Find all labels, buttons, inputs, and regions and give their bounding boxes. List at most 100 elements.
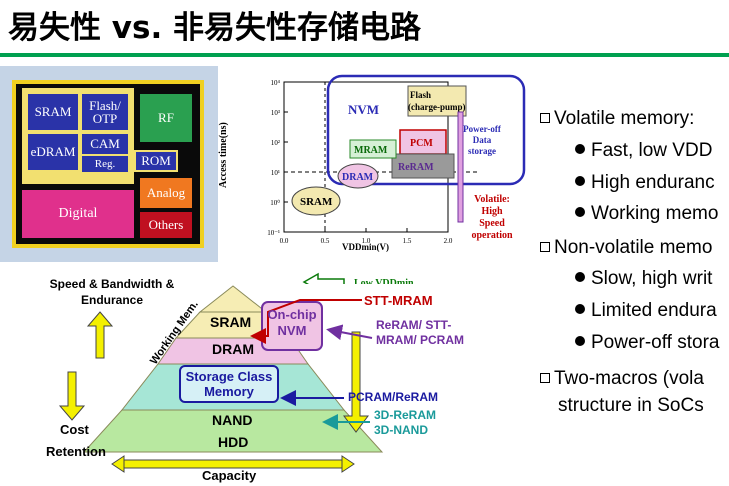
two-macros-line: Two-macros (vola	[540, 368, 704, 390]
speed-up-arrow	[86, 311, 114, 359]
bullet-dot-icon	[575, 144, 585, 154]
pyramid-layer-nand: NAND	[212, 412, 253, 428]
chart-xtick-label: 0.5	[321, 237, 330, 245]
pyramid-top	[198, 285, 268, 313]
volatile-heading: Volatile memory:	[540, 108, 694, 130]
chart-ytick-label: 10⁻¹	[267, 229, 280, 237]
stt-mram-arrow	[250, 299, 362, 344]
cost-label: Cost	[60, 422, 89, 437]
bullet-dot-icon	[575, 304, 585, 314]
reram-group-arrow	[326, 324, 373, 341]
sram-block: SRAM	[28, 94, 78, 130]
dram-ellipse	[337, 163, 379, 189]
others-label: Others	[148, 217, 184, 232]
chart-xtick-label: 1.5	[403, 237, 412, 245]
bullet-dot-icon	[575, 272, 585, 282]
reram-box	[391, 153, 455, 179]
volatile-label: Speed	[479, 218, 505, 229]
scm-box	[179, 365, 279, 403]
pyramid-bottom-layer	[82, 409, 384, 453]
chart-ytick-label: 10³	[271, 109, 280, 117]
title-divider	[0, 53, 729, 57]
volatile-item: Working memo	[575, 203, 718, 225]
analog-block: Analog	[140, 178, 192, 208]
pcm-box	[399, 129, 447, 155]
nonvolatile-item: Slow, high writ	[575, 268, 712, 290]
rom-block: ROM	[134, 150, 178, 172]
access-time-chart: 10⁴ 10³ 10² 10¹ 10⁰ 10⁻¹0.0 0.5 1.0 1.5 2.0 NVM Fla…	[267, 74, 526, 284]
flash-otp-block: Flash/ OTP	[82, 94, 128, 130]
two-macros-line-2: structure in SoCs	[558, 395, 704, 416]
capacity-label: Capacity	[202, 468, 257, 483]
mram-box	[349, 139, 397, 159]
checkbox-bullet-icon	[540, 113, 550, 123]
chip-die: SRAM Flash/ OTP eDRAM CAM Reg. ROM RF An…	[12, 80, 204, 248]
cam-block: CAM	[82, 134, 128, 154]
chart-xtick-label: 2.0	[444, 237, 453, 245]
reg-block: Reg.	[82, 156, 128, 172]
nvm-label: NVM	[348, 102, 379, 117]
chart-ylabel: Access time(ns)	[218, 122, 229, 188]
reram-group-label: ReRAM/ STT-MRAM/ PCRAM	[376, 318, 464, 347]
nonvolatile-item: Limited endura	[575, 300, 717, 322]
others-block: Others	[140, 212, 192, 238]
sram-label: SRAM	[300, 196, 333, 208]
flash-otp-label: Flash/ OTP	[89, 98, 121, 126]
mram-label: MRAM	[354, 145, 388, 156]
chip-pin	[12, 80, 16, 248]
chip-pin	[200, 80, 204, 248]
capacity-arrow	[123, 459, 343, 469]
bullet-dot-icon	[575, 207, 585, 217]
checkbox-bullet-icon	[540, 242, 550, 252]
volatile-item: High enduranc	[575, 172, 715, 194]
chip-pin	[12, 244, 204, 248]
low-vdd-label: Low VDDmin	[354, 278, 414, 284]
cam-label: CAM	[90, 136, 120, 151]
nonvolatile-item: Power-off stora	[575, 332, 719, 354]
reg-label: Reg.	[94, 158, 116, 170]
volatile-label: High	[481, 206, 503, 217]
sram-ellipse	[291, 186, 341, 216]
chip-pin	[12, 80, 204, 84]
analog-label: Analog	[146, 185, 186, 200]
pyramid-layer-sram: SRAM	[210, 314, 252, 330]
bullet-dot-icon	[575, 336, 585, 346]
pyramid-layer-dram: DRAM	[212, 341, 254, 357]
chart-xtick-label: 1.0	[362, 237, 371, 245]
power-off-label-2: Data	[473, 135, 492, 145]
rf-block: RF	[140, 94, 192, 142]
edram-label: eDRAM	[30, 144, 76, 159]
nand3d-label: 3D-ReRAM 3D-NAND	[374, 408, 437, 437]
pyramid-layer-hdd: HDD	[218, 434, 249, 450]
stt-mram-label: STT-MRAM	[364, 293, 433, 308]
flash-label: Flash	[410, 90, 431, 100]
rom-label: ROM	[141, 153, 171, 168]
bullet-dot-icon	[575, 176, 585, 186]
checkbox-bullet-icon	[540, 373, 550, 383]
nonvolatile-heading: Non-volatile memo	[540, 237, 712, 259]
pcm-label: PCM	[410, 138, 433, 149]
chart-ytick-label: 10¹	[271, 169, 280, 177]
nvm-region	[326, 74, 526, 186]
low-vdd-arrow	[302, 272, 345, 284]
rf-label: RF	[158, 110, 174, 125]
page-title: 易失性 vs. 非易失性存储电路	[8, 10, 422, 46]
pyramid-layer-scm: Storage Class Memory	[185, 369, 273, 399]
flash-box	[407, 85, 467, 117]
reram-label: ReRAM	[398, 162, 434, 173]
chart-xtick-label: 0.0	[280, 237, 289, 245]
power-off-label-3: storage	[468, 146, 496, 156]
chart-plot: 10⁴ 10³ 10² 10¹ 10⁰ 10⁻¹0.0 0.5 1.0 1.5 2.0 NVM Fla…	[267, 74, 526, 284]
chart-ytick-label: 10²	[271, 139, 280, 147]
cost-down-arrow	[58, 371, 86, 421]
flash-label-2: (charge-pump)	[408, 102, 466, 112]
chart-ytick-label: 10⁴	[271, 79, 281, 87]
dram-label: DRAM	[342, 172, 374, 183]
volatile-label: Volatile:	[474, 194, 510, 205]
capacity-arrow-left	[111, 455, 125, 473]
chart-ytick-label: 10⁰	[270, 199, 280, 207]
digital-label: Digital	[58, 206, 98, 221]
volatile-item: Fast, low VDD	[575, 140, 712, 162]
memory-pyramid	[58, 285, 384, 473]
power-off-label: Power-off	[463, 124, 502, 134]
